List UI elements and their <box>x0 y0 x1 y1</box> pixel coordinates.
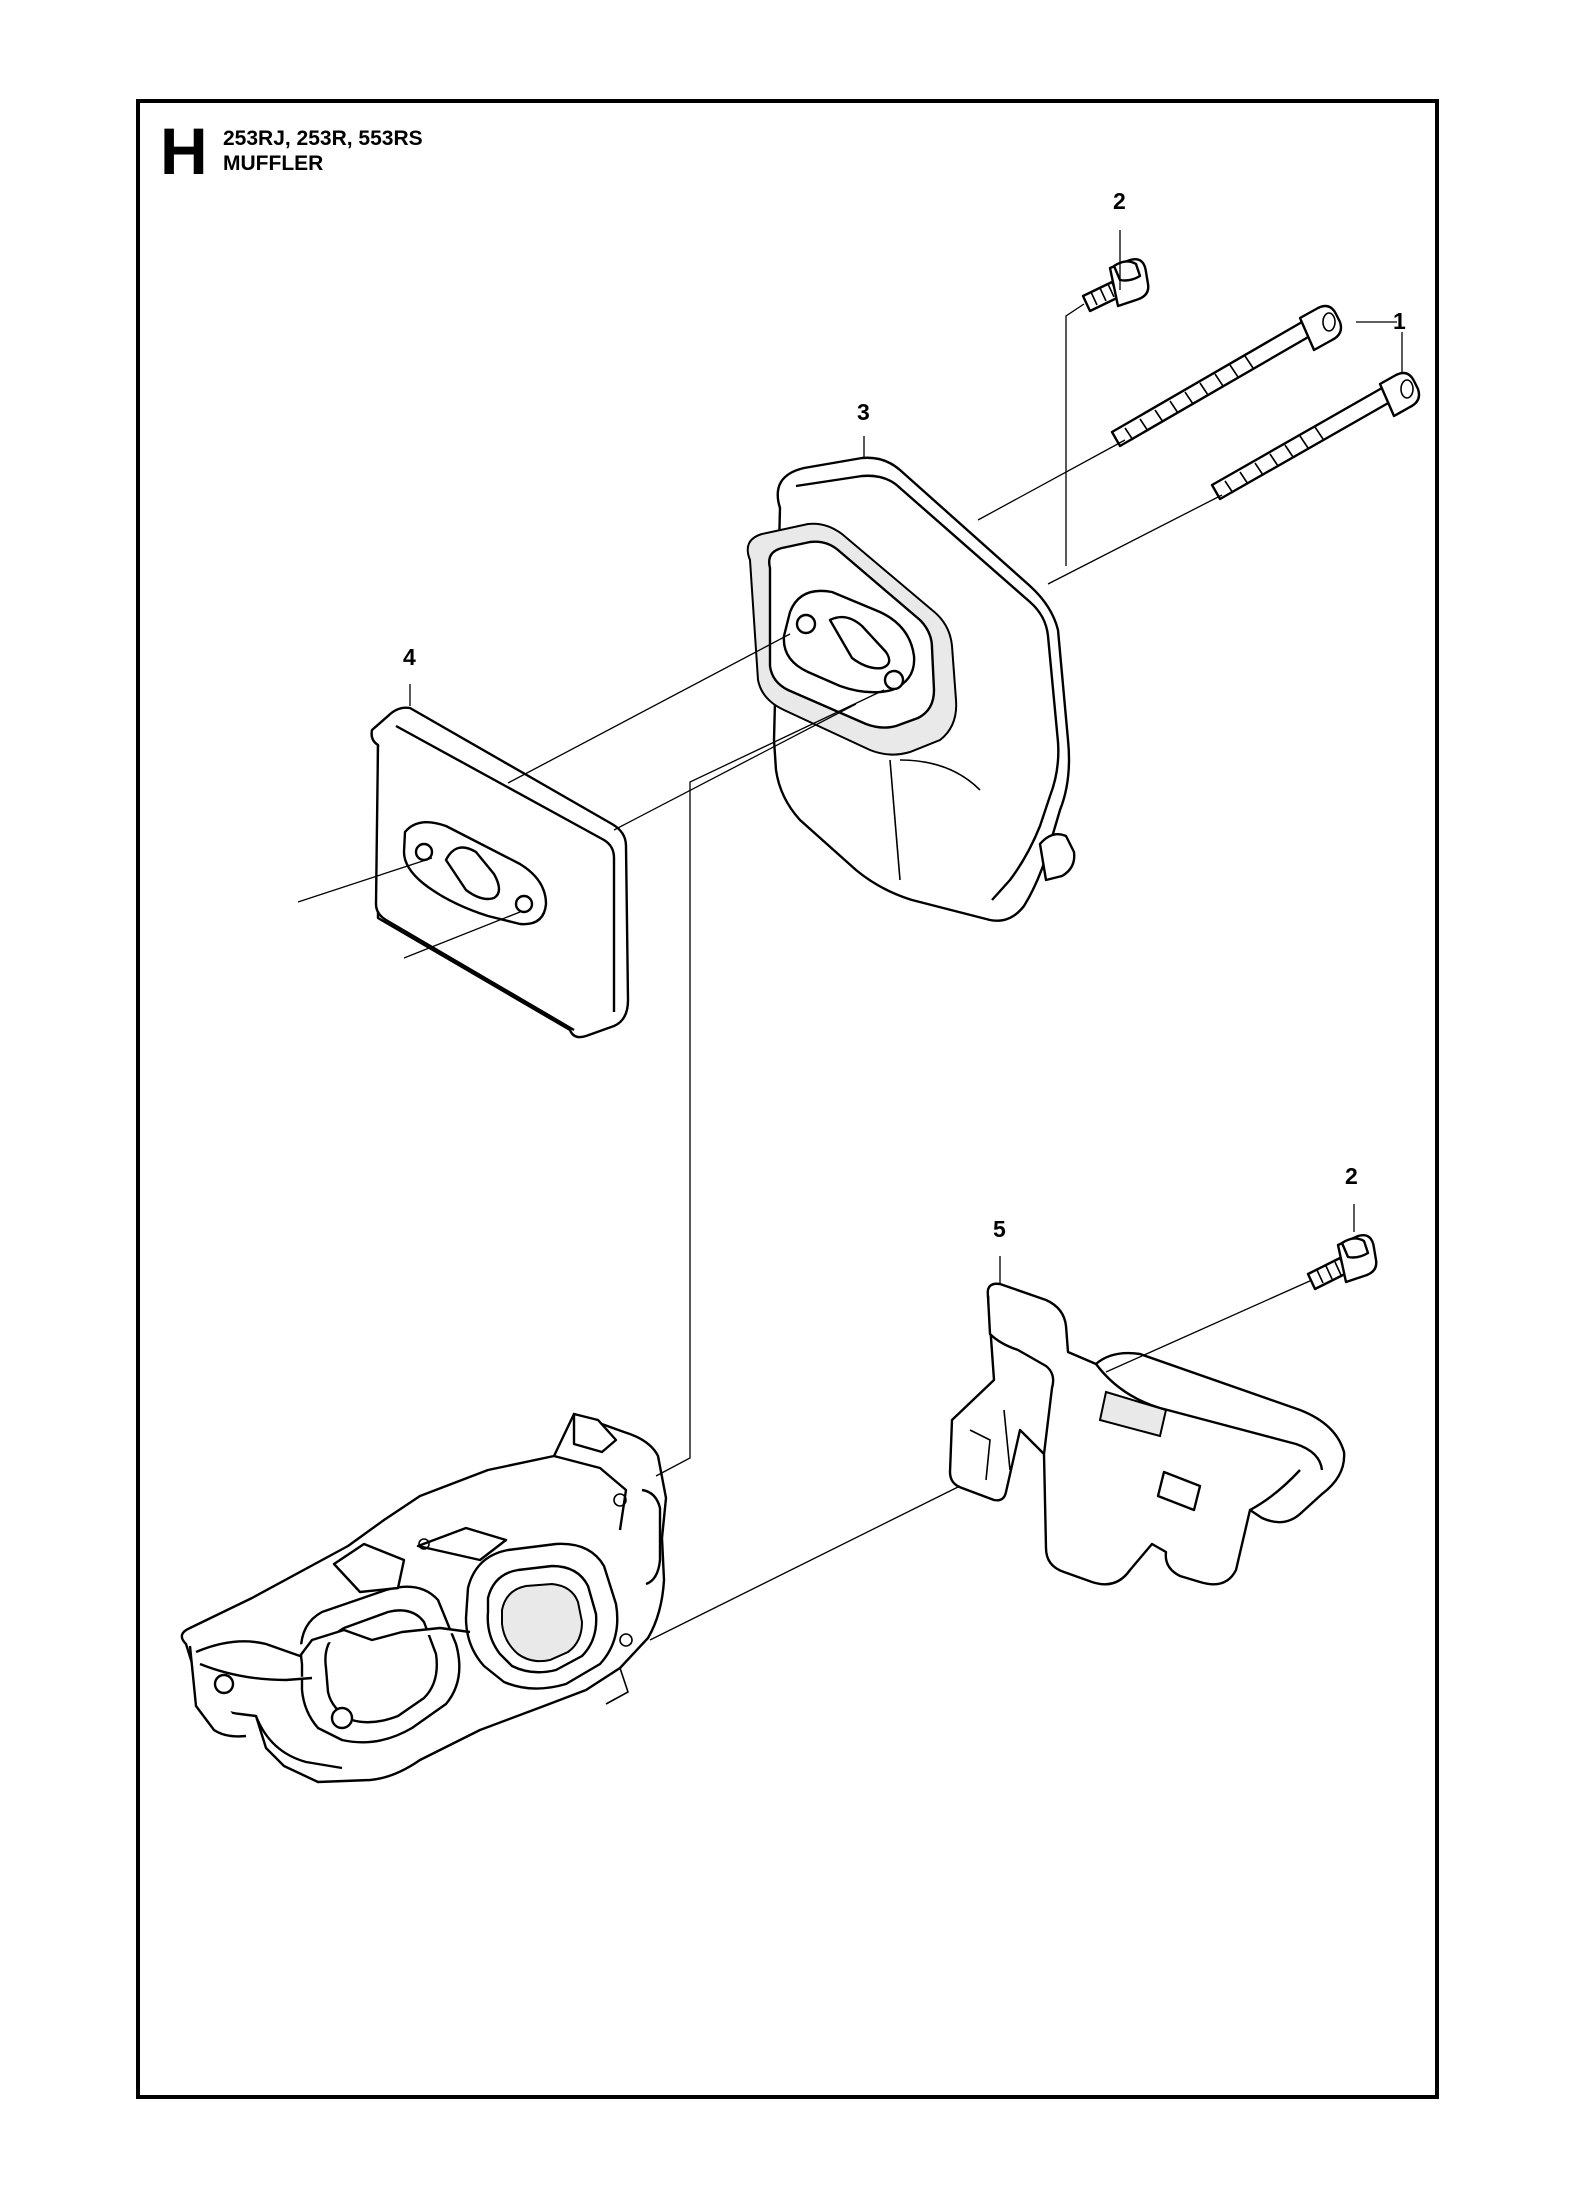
part-3-muffler <box>746 456 1076 922</box>
page-title: MUFFLER <box>223 152 324 175</box>
callout-5: 5 <box>993 1216 1006 1242</box>
model-list: 253RJ, 253R, 553RS <box>223 127 423 150</box>
part-4-gasket-plate <box>370 706 630 1039</box>
callout-3: 3 <box>857 399 870 425</box>
title-block: 253RJ, 253R, 553RS MUFFLER <box>223 126 423 176</box>
part-1-long-bolt-upper <box>1110 304 1343 448</box>
callout-4: 4 <box>403 644 416 670</box>
part-1-long-bolt-lower <box>1210 371 1421 501</box>
part-5-muffler-cover <box>948 1282 1346 1586</box>
page-border <box>136 99 1439 2099</box>
crankcase-reference-part <box>180 1412 668 1784</box>
callout-1: 1 <box>1393 308 1406 334</box>
part-2-screw-upper <box>1081 258 1150 313</box>
callout-2-lower: 2 <box>1345 1163 1358 1189</box>
callout-2-upper: 2 <box>1113 188 1126 214</box>
section-letter: H <box>160 114 208 188</box>
assembly-leader-lines <box>297 230 1403 1641</box>
part-2-screw-lower <box>1306 1234 1378 1291</box>
